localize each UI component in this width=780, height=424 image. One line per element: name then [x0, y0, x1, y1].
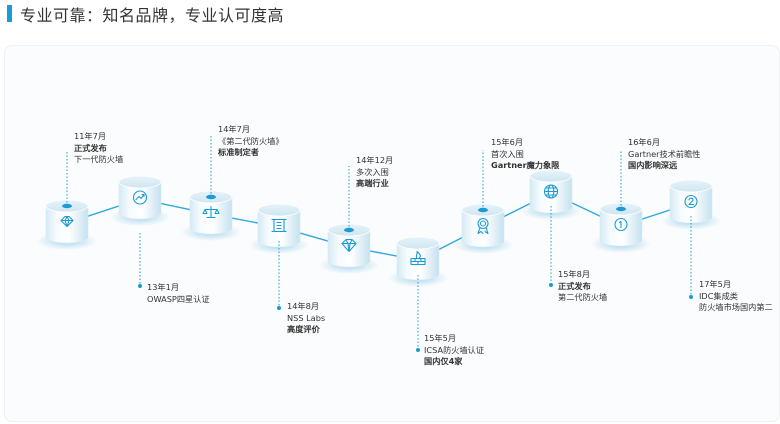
- medal-2-icon: [684, 194, 698, 209]
- milestone-cylinder: [521, 169, 581, 220]
- milestone-label: 11年7月正式发布下一代防火墙: [74, 131, 123, 166]
- section-header: 专业可靠：知名品牌，专业认可度高: [0, 0, 780, 32]
- cylinder-top: [118, 175, 162, 189]
- timeline-connector: [66, 192, 692, 261]
- milestone-cylinder: [591, 202, 651, 253]
- anchor-dot: [616, 206, 626, 212]
- cylinder-body: [45, 205, 89, 244]
- anchor-dot: [549, 283, 553, 287]
- firewall-icon: [410, 250, 426, 266]
- globe-icon: [543, 184, 559, 199]
- milestone-text: IDC集成类: [699, 290, 738, 301]
- cylinder-top: [396, 236, 440, 250]
- milestone-date: 16年6月: [628, 137, 661, 147]
- diamond-outline-icon: [60, 215, 74, 228]
- milestone-highlight: 国内仅4家: [424, 356, 463, 366]
- cylinder-body: [118, 181, 162, 220]
- anchor-dot: [689, 295, 693, 299]
- anchor-dot: [62, 203, 72, 209]
- milestone-date: 15年6月: [491, 137, 524, 147]
- milestone-label: 14年7月《第二代防火墙》标准制定者: [218, 124, 284, 159]
- milestone-cylinder: [37, 199, 97, 250]
- milestone-highlight: 正式发布: [74, 142, 107, 153]
- milestone-date: 15年5月: [424, 333, 457, 343]
- milestone-text: 《第二代防火墙》: [218, 135, 284, 146]
- milestone-text: 第二代防火墙: [558, 292, 608, 302]
- diamond-icon: [341, 238, 357, 253]
- milestone-label: 14年12月多次入围高端行业: [356, 155, 393, 190]
- milestone-highlight: 高端行业: [356, 178, 389, 188]
- anchor-dot: [138, 284, 142, 288]
- anchor-dot: [416, 348, 420, 352]
- milestone-cylinder: [453, 203, 513, 254]
- milestone-highlight: 正式发布: [558, 280, 591, 291]
- anchor-dot: [277, 306, 281, 310]
- accent-bar: [7, 5, 12, 22]
- milestone-text: 首次入围: [491, 148, 524, 159]
- milestone-date: 17年5月: [699, 279, 732, 289]
- milestone-text: NSS Labs: [287, 312, 326, 323]
- milestone-highlight: Gartner魔力象限: [491, 160, 560, 170]
- cylinder-top: [669, 179, 713, 193]
- milestone-highlight: 国内影响深远: [628, 160, 678, 170]
- milestone-cylinder: [661, 179, 721, 230]
- milestone-date: 14年12月: [356, 155, 394, 165]
- chart-trend-icon: [132, 190, 148, 205]
- timeline-panel: [4, 45, 780, 422]
- milestone-cylinder: [110, 175, 170, 226]
- cylinder-top: [529, 169, 573, 183]
- anchor-dot: [344, 227, 354, 233]
- milestone-date: 15年8月: [558, 269, 591, 279]
- cylinder-top: [257, 203, 301, 217]
- medal-1-icon: [614, 217, 628, 232]
- milestone-label: 15年8月正式发布第二代防火墙: [558, 269, 607, 304]
- milestone-text: Gartner技术前瞻性: [628, 148, 701, 159]
- award-icon: [477, 217, 489, 235]
- scales-icon: [202, 205, 220, 219]
- milestone-date: 14年7月: [218, 124, 251, 134]
- milestone-cylinder: [319, 223, 379, 274]
- milestone-text: ICSA防火墙认证: [424, 344, 485, 355]
- milestone-cylinder: [388, 236, 448, 287]
- milestone-highlight: 高度评价: [287, 324, 320, 334]
- milestone-date: 11年7月: [74, 131, 107, 141]
- anchor-dot: [206, 194, 216, 200]
- anchor-dot: [478, 207, 488, 213]
- milestone-date: 13年1月: [147, 282, 180, 292]
- milestone-cylinder: [249, 203, 309, 254]
- milestone-date: 14年8月: [287, 301, 320, 311]
- milestone-text: 防火墙市场国内第二: [699, 302, 773, 312]
- frame-icon: [271, 218, 287, 233]
- milestone-text: 下一代防火墙: [74, 154, 124, 164]
- milestone-cylinder: [181, 190, 241, 241]
- milestone-text: OWASP四星认证: [147, 293, 210, 304]
- milestone-text: 多次入围: [356, 166, 389, 177]
- section-title: 专业可靠：知名品牌，专业认可度高: [20, 6, 285, 25]
- milestone-highlight: 标准制定者: [218, 147, 259, 157]
